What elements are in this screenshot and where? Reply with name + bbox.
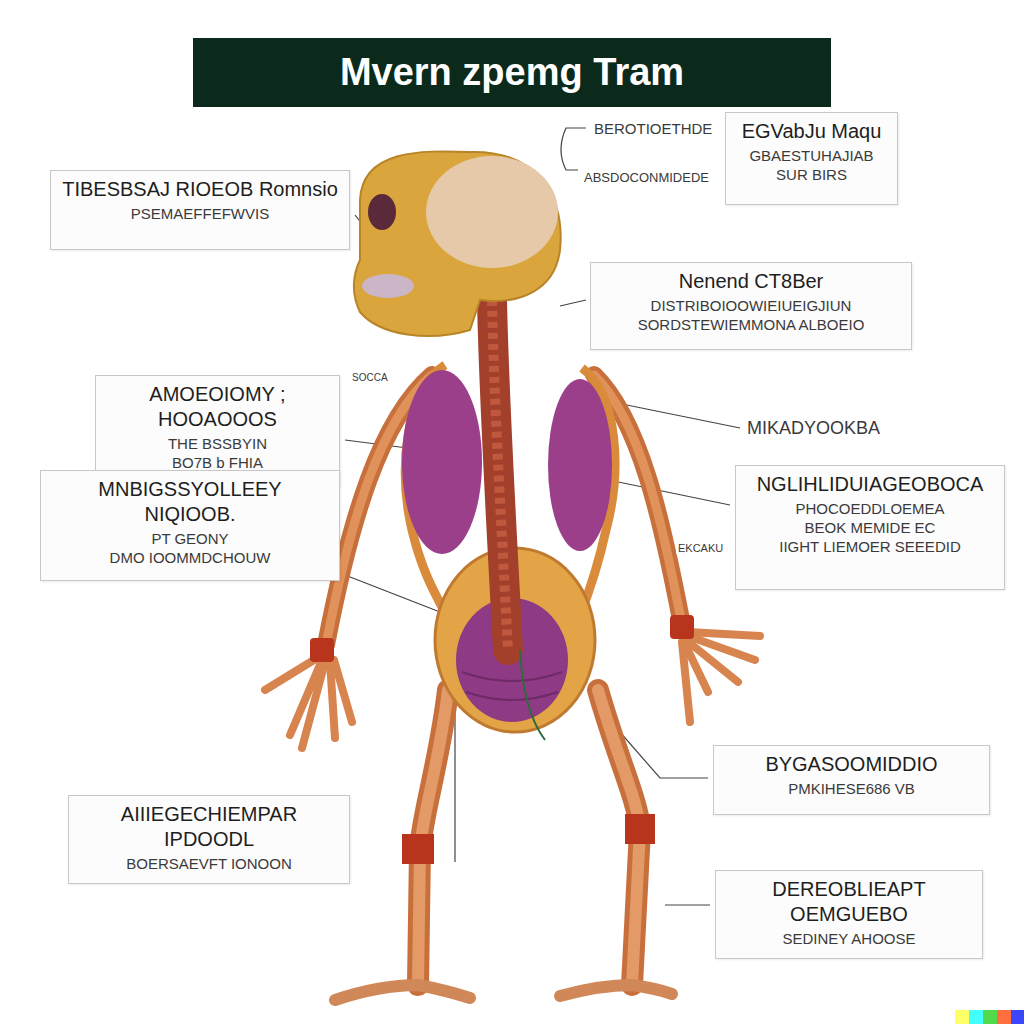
head xyxy=(354,151,561,336)
callout-box: EGVabJu MaquGBAESTUHAJIAB SUR BIRS xyxy=(725,112,898,205)
callout-text: THE BSSBYIN xyxy=(106,435,329,454)
callout-text: GBAESTUHAJIAB SUR BIRS xyxy=(736,147,887,185)
callout-text: SEDINEY AHOOSE xyxy=(726,930,972,949)
part-label: MIKADYOOKBA xyxy=(745,418,882,439)
callout-text: BEOK MEMIDE EC xyxy=(746,519,994,538)
callout-box: NGLIHLIDUIAGEOBOCA PHOCOEDDLOEMEABEOK MEM… xyxy=(735,465,1005,590)
callout-heading: Nenend CT8Ber xyxy=(601,269,901,294)
callout-text: DISTRIBOIOOWIEIUEIGJIUN xyxy=(601,297,901,316)
part-label: ABSDOCONMIDEDE xyxy=(582,170,711,185)
part-label: SOCCA xyxy=(350,372,390,383)
callout-box: Nenend CT8BerDISTRIBOIOOWIEIUEIGJIUNSORD… xyxy=(590,262,912,350)
callout-box: MNBIGSSYOLLEEY NIQIOOB. PT GEONYDMO IOOMM… xyxy=(40,470,340,581)
callout-text: PSEMAEFFEFWVIS xyxy=(61,205,339,224)
callout-heading: BYGASOOMIDDIO xyxy=(724,752,979,777)
callout-box: AIIIEGECHIEMPAR IPDOODL BOERSAEVFT IONOON xyxy=(68,795,350,884)
joint-bands xyxy=(310,615,694,864)
part-label: BEROTIOETHDE xyxy=(592,120,714,137)
callout-heading: MNBIGSSYOLLEEY NIQIOOB. xyxy=(51,477,329,527)
leader-line xyxy=(560,300,586,306)
lung xyxy=(402,370,482,554)
legs xyxy=(335,690,672,1000)
callout-heading: DEREOBLIEAPT OEMGUEBO xyxy=(726,877,972,927)
cranium xyxy=(426,156,558,268)
callout-text: SORDSTEWIEMMONA ALBOEIO xyxy=(601,316,901,335)
callout-heading: TIBESBSAJ RIOEOB Romnsio xyxy=(61,177,339,202)
callout-text: PT GEONY xyxy=(51,530,329,549)
callout-box: BYGASOOMIDDIO PMKIHESE686 VB xyxy=(713,745,990,815)
callout-text: IIGHT LIEMOER SEEEDID xyxy=(746,538,994,557)
leader-line xyxy=(665,904,710,905)
lung xyxy=(548,379,612,551)
eye xyxy=(368,194,396,230)
bracket-line xyxy=(561,128,586,170)
callout-box: TIBESBSAJ RIOEOB RomnsioPSEMAEFFEFWVIS xyxy=(50,170,350,250)
callout-text: PMKIHESE686 VB xyxy=(724,780,979,799)
callout-heading: NGLIHLIDUIAGEOBOCA xyxy=(746,472,994,497)
title-banner: Mvern zpemg Tram xyxy=(193,38,831,107)
callout-heading: EGVabJu Maqu xyxy=(736,119,887,144)
callout-text: DMO IOOMMDCHOUW xyxy=(51,549,329,568)
watermark-strip xyxy=(955,1010,1024,1024)
callout-box: AMOEOIOMY ; HOOAOOOSTHE BSSBYINBO7B b FH… xyxy=(95,375,340,486)
callout-text: BOERSAEVFT IONOON xyxy=(79,855,339,874)
mouth xyxy=(362,274,414,298)
spine xyxy=(492,300,508,650)
part-label: EKCAKU xyxy=(676,542,725,554)
callout-text: PHOCOEDDLOEMEA xyxy=(746,500,994,519)
callout-heading: AIIIEGECHIEMPAR IPDOODL xyxy=(79,802,339,852)
leader-lines xyxy=(345,128,740,905)
callout-heading: AMOEOIOMY ; HOOAOOOS xyxy=(106,382,329,432)
callout-box: DEREOBLIEAPT OEMGUEBO SEDINEY AHOOSE xyxy=(715,870,983,959)
